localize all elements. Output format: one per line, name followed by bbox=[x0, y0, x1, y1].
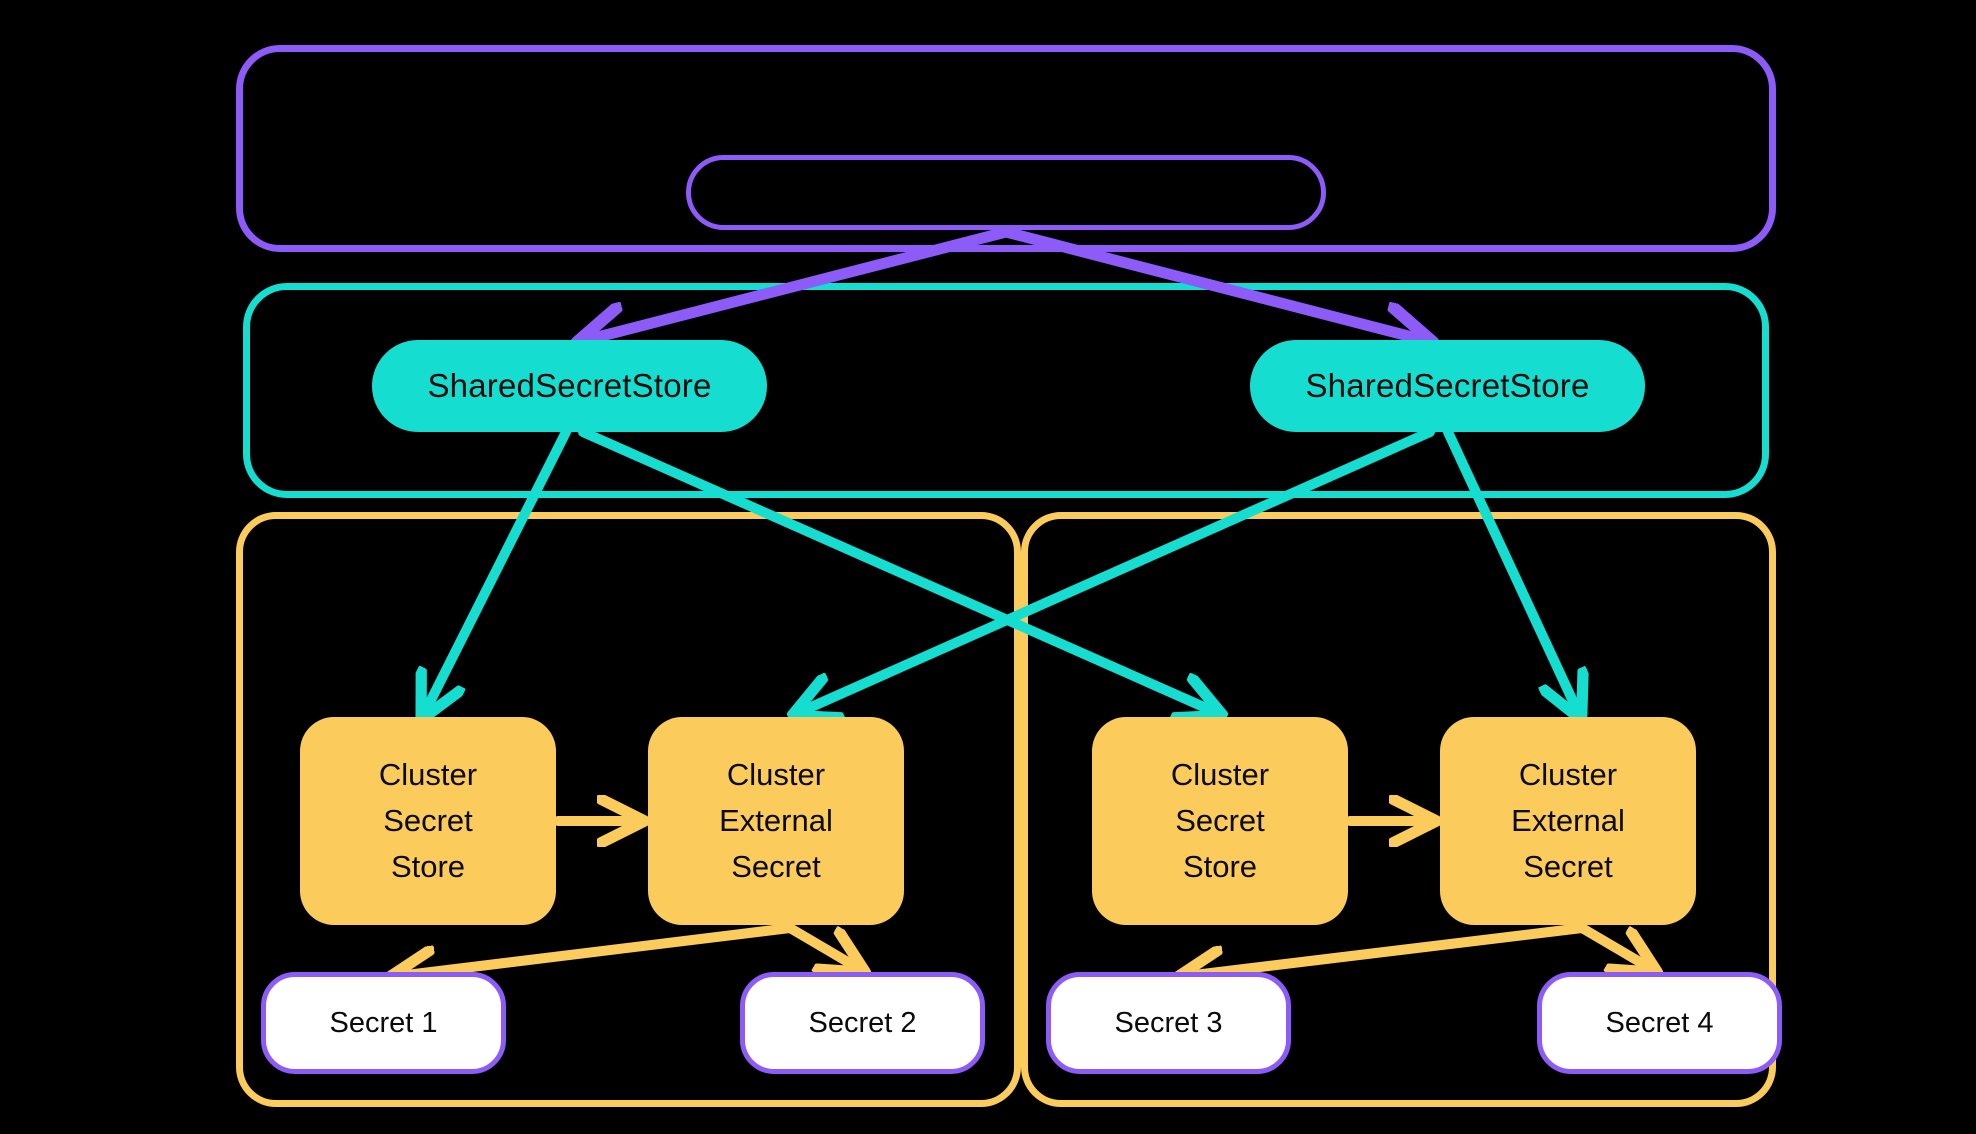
secret-4-node[interactable]: Secret 4 bbox=[1537, 972, 1782, 1074]
secret-4-label: Secret 4 bbox=[1605, 1006, 1714, 1039]
cluster-external-secret-a-label: Cluster External Secret bbox=[719, 757, 833, 884]
shared-secret-store-right[interactable]: SharedSecretStore bbox=[1250, 340, 1645, 432]
secret-3-label: Secret 3 bbox=[1114, 1006, 1223, 1039]
cluster-secret-store-b[interactable]: Cluster Secret Store bbox=[1092, 717, 1348, 925]
shared-secret-store-left-label: SharedSecretStore bbox=[427, 367, 712, 404]
secret-2-label: Secret 2 bbox=[808, 1006, 917, 1039]
secret-3-node[interactable]: Secret 3 bbox=[1046, 972, 1291, 1074]
secret-1-label: Secret 1 bbox=[329, 1006, 438, 1039]
secret-2-node[interactable]: Secret 2 bbox=[740, 972, 985, 1074]
cluster-secret-store-b-label: Cluster Secret Store bbox=[1170, 757, 1270, 884]
cluster-secret-store-a[interactable]: Cluster Secret Store bbox=[300, 717, 556, 925]
secret-1-node[interactable]: Secret 1 bbox=[261, 972, 506, 1074]
cluster-secret-store-a-label: Cluster Secret Store bbox=[378, 757, 478, 884]
cluster-external-secret-b-label: Cluster External Secret bbox=[1511, 757, 1625, 884]
shared-secret-store-right-label: SharedSecretStore bbox=[1305, 367, 1590, 404]
cluster-external-secret-b[interactable]: Cluster External Secret bbox=[1440, 717, 1696, 925]
operator-node[interactable] bbox=[686, 155, 1326, 230]
cluster-external-secret-a[interactable]: Cluster External Secret bbox=[648, 717, 904, 925]
shared-secret-store-left[interactable]: SharedSecretStore bbox=[372, 340, 767, 432]
